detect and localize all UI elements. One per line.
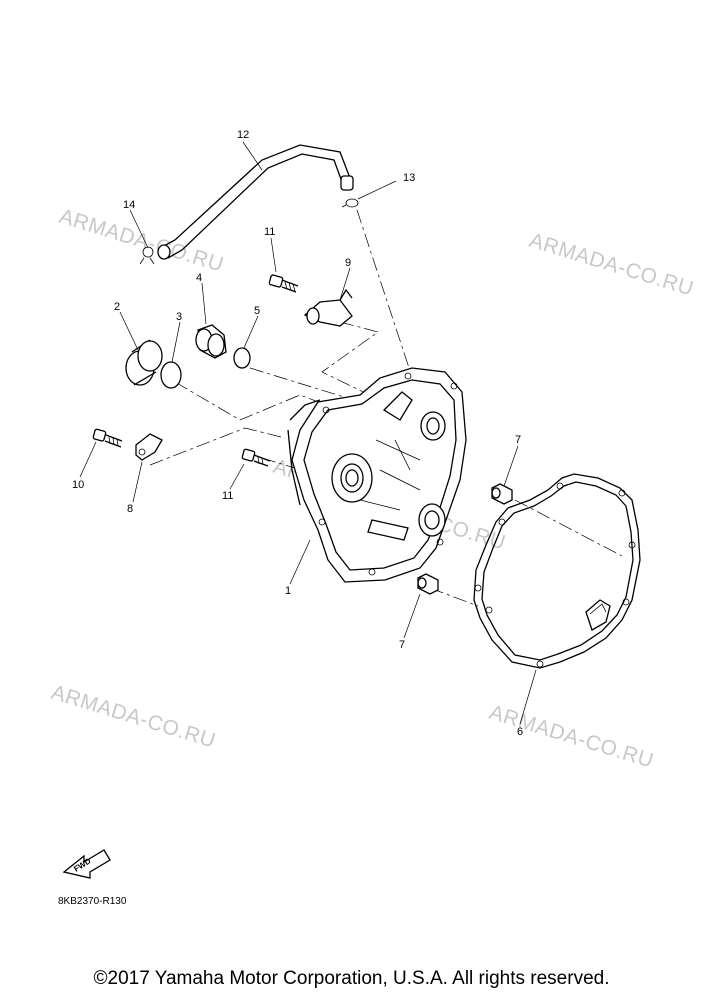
clamp	[135, 433, 163, 461]
callout-11: 11	[264, 226, 275, 238]
watermark-text: ARMADA-CO.RU	[49, 681, 219, 753]
callout-1: 1	[285, 585, 291, 597]
callout-14: 14	[123, 199, 135, 211]
callout-5: 5	[254, 305, 260, 317]
callout-7: 7	[515, 434, 521, 446]
hose-clip-13	[341, 198, 359, 208]
dowel-pin-lower	[417, 573, 439, 595]
fwd-arrow-icon: FWD	[62, 849, 111, 879]
bolt-upper	[268, 274, 299, 293]
copyright-notice: ©2017 Yamaha Motor Corporation, U.S.A. A…	[93, 968, 610, 989]
cover-gasket	[473, 473, 641, 669]
callout-9: 9	[345, 257, 351, 269]
hose-guide-bracket	[303, 288, 353, 327]
callout-4: 4	[196, 272, 202, 284]
crankcase-cover	[287, 367, 467, 583]
breather-hose	[157, 144, 354, 260]
leader-lines	[79, 141, 537, 725]
callout-11: 11	[222, 490, 233, 502]
o-ring-large	[160, 361, 182, 389]
dowel-pin-upper	[491, 483, 513, 505]
callout-13: 13	[403, 172, 415, 184]
callouts: 12 14 13 11 9 4 2 3 5 10 8 11 7 1 7 6	[72, 129, 523, 738]
callout-2: 2	[114, 301, 120, 313]
hose-clip-14	[139, 246, 155, 265]
plug	[195, 324, 227, 359]
watermark-text: ARMADA-CO.RU	[487, 701, 657, 773]
callout-10: 10	[72, 479, 84, 491]
callout-6: 6	[517, 726, 523, 738]
bolt-lower-left	[92, 428, 123, 448]
diagram-code: 8KB2370-R130	[58, 896, 127, 907]
bolt-lower-mid	[241, 448, 271, 467]
o-ring-small	[233, 347, 251, 369]
callout-7: 7	[399, 639, 405, 651]
callout-3: 3	[176, 311, 182, 323]
callout-8: 8	[127, 503, 133, 515]
filler-cap	[125, 339, 163, 386]
watermark-text: ARMADA-CO.RU	[527, 229, 697, 301]
callout-12: 12	[237, 129, 249, 141]
